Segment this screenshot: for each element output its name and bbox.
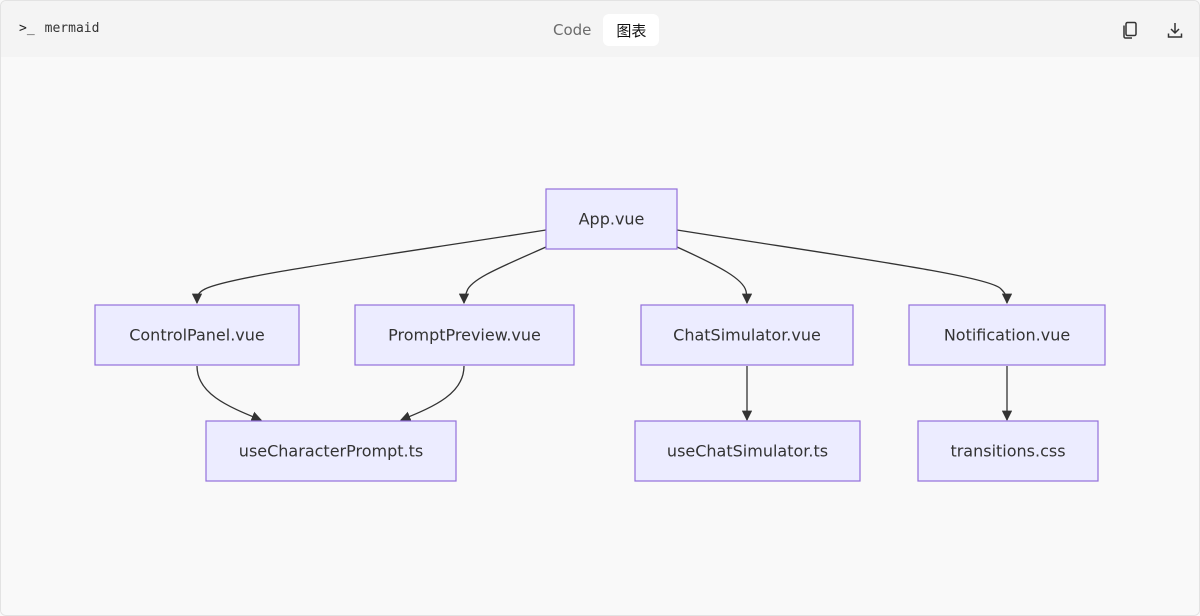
tab-code[interactable]: Code xyxy=(553,21,592,39)
flowchart-diagram: App.vue ControlPanel.vue PromptPreview.v… xyxy=(94,188,1106,482)
node-app[interactable]: App.vue xyxy=(545,188,678,250)
language-label: mermaid xyxy=(44,21,100,36)
node-notification[interactable]: Notification.vue xyxy=(908,304,1106,366)
diagram-canvas: App.vue ControlPanel.vue PromptPreview.v… xyxy=(1,57,1199,615)
node-use-character-prompt[interactable]: useCharacterPrompt.ts xyxy=(205,420,457,482)
edge-control-panel-use-character-prompt xyxy=(196,365,262,422)
download-button[interactable] xyxy=(1164,19,1186,41)
copy-button[interactable] xyxy=(1119,19,1141,41)
view-tabs: Code 图表 xyxy=(543,14,660,46)
code-block-toolbar: >_ mermaid Code 图表 xyxy=(1,1,1199,57)
edge-app-chat-simulator xyxy=(676,246,753,305)
tab-diagram[interactable]: 图表 xyxy=(603,14,660,46)
node-prompt-preview[interactable]: PromptPreview.vue xyxy=(354,304,575,366)
edge-app-control-panel xyxy=(191,229,547,305)
node-label: ChatSimulator.vue xyxy=(673,326,821,345)
node-label: useCharacterPrompt.ts xyxy=(239,442,423,461)
copy-icon xyxy=(1119,19,1141,41)
node-chat-simulator[interactable]: ChatSimulator.vue xyxy=(640,304,854,366)
download-icon xyxy=(1164,19,1186,41)
node-label: PromptPreview.vue xyxy=(388,326,541,345)
node-label: App.vue xyxy=(579,210,645,229)
node-use-chat-simulator[interactable]: useChatSimulator.ts xyxy=(634,420,861,482)
edge-app-prompt-preview xyxy=(458,246,547,305)
edge-app-notification xyxy=(676,229,1013,305)
node-label: ControlPanel.vue xyxy=(129,326,265,345)
diagram-edges xyxy=(191,229,1013,422)
node-label: Notification.vue xyxy=(944,326,1070,345)
edge-prompt-preview-use-character-prompt xyxy=(400,365,465,422)
node-transitions[interactable]: transitions.css xyxy=(917,420,1099,482)
node-label: transitions.css xyxy=(950,442,1065,461)
language-label-group: >_ mermaid xyxy=(19,21,99,36)
node-label: useChatSimulator.ts xyxy=(667,442,828,461)
terminal-prompt-icon: >_ xyxy=(19,21,35,36)
node-control-panel[interactable]: ControlPanel.vue xyxy=(94,304,300,366)
